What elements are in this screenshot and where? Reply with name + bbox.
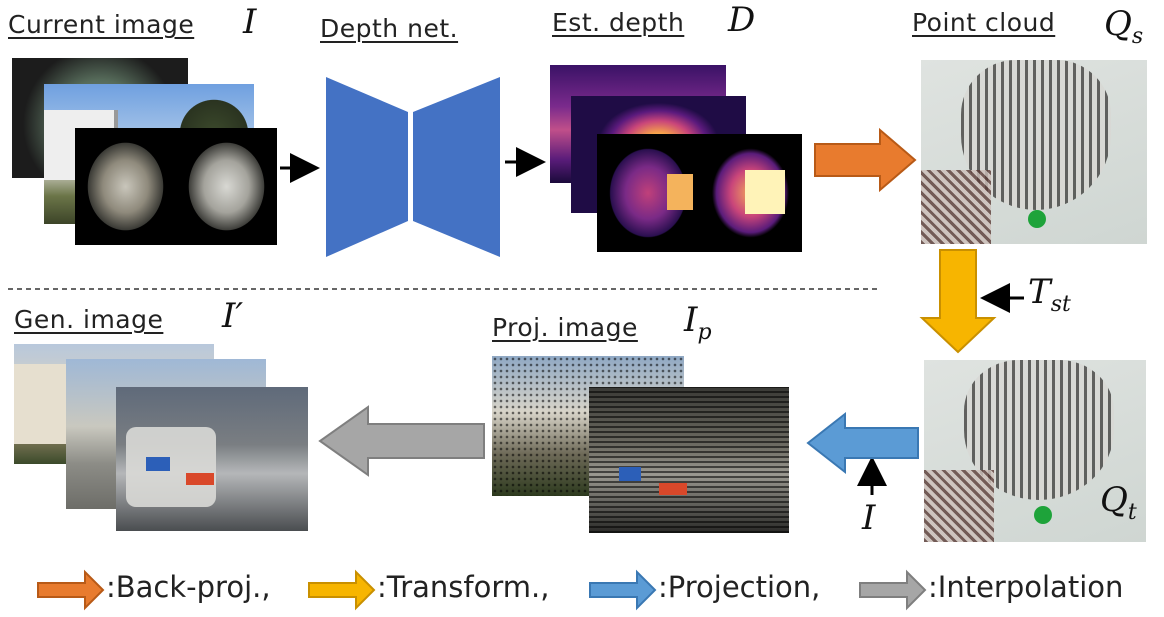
point-cloud-symbol-main: Q	[1104, 4, 1132, 44]
depth-net-decoder	[413, 77, 500, 257]
proj-image-frame-front	[589, 387, 789, 533]
target-cloud-symbol-main: Q	[1100, 480, 1128, 520]
legend-projection-icon	[589, 569, 657, 611]
current-image-symbol: I	[243, 2, 257, 42]
est-depth-symbol: D	[728, 0, 756, 40]
legend-projection-label: :Projection,	[658, 570, 821, 604]
point-cloud-symbol: Qs	[1104, 4, 1143, 49]
gen-image-frame-front	[116, 387, 308, 531]
point-cloud-source	[921, 60, 1147, 244]
proj-image-symbol-sub: p	[697, 319, 712, 345]
est-depth-label: Est. depth	[552, 8, 685, 37]
point-cloud-label: Point cloud	[912, 8, 1056, 37]
input-image-symbol: I	[862, 498, 876, 538]
transform-symbol-sub: st	[1050, 291, 1071, 317]
legend-interpolation-icon	[859, 569, 927, 611]
projection-arrow	[806, 411, 919, 475]
legend-back-proj-label: :Back-proj.,	[106, 570, 271, 604]
transform-arrow	[919, 249, 997, 354]
transform-symbol: Tst	[1028, 272, 1071, 317]
proj-image-symbol-main: I	[684, 300, 698, 340]
transform-symbol-main: T	[1028, 272, 1051, 312]
proj-image-symbol: Ip	[684, 300, 712, 345]
legend-transform-icon	[308, 569, 376, 611]
legend-transform-label: :Transform.,	[377, 570, 550, 604]
proj-image-label: Proj. image	[492, 313, 638, 342]
current-image-frame-front	[75, 128, 277, 245]
target-cloud-symbol-sub: t	[1127, 499, 1137, 525]
point-cloud-target	[924, 360, 1146, 542]
interpolation-arrow	[318, 405, 485, 477]
legend-back-proj-icon	[37, 569, 105, 611]
legend-interpolation-label: :Interpolation	[928, 570, 1124, 604]
target-cloud-symbol: Qt	[1100, 480, 1137, 525]
gen-image-label: Gen. image	[14, 305, 164, 334]
depth-net-encoder	[326, 77, 408, 257]
gen-image-symbol: I′	[222, 296, 244, 336]
point-cloud-symbol-sub: s	[1131, 23, 1144, 49]
depth-map-front	[597, 134, 802, 252]
back-proj-arrow	[814, 127, 917, 193]
depth-net-label: Depth net.	[320, 14, 459, 43]
current-image-label: Current image	[8, 10, 195, 39]
